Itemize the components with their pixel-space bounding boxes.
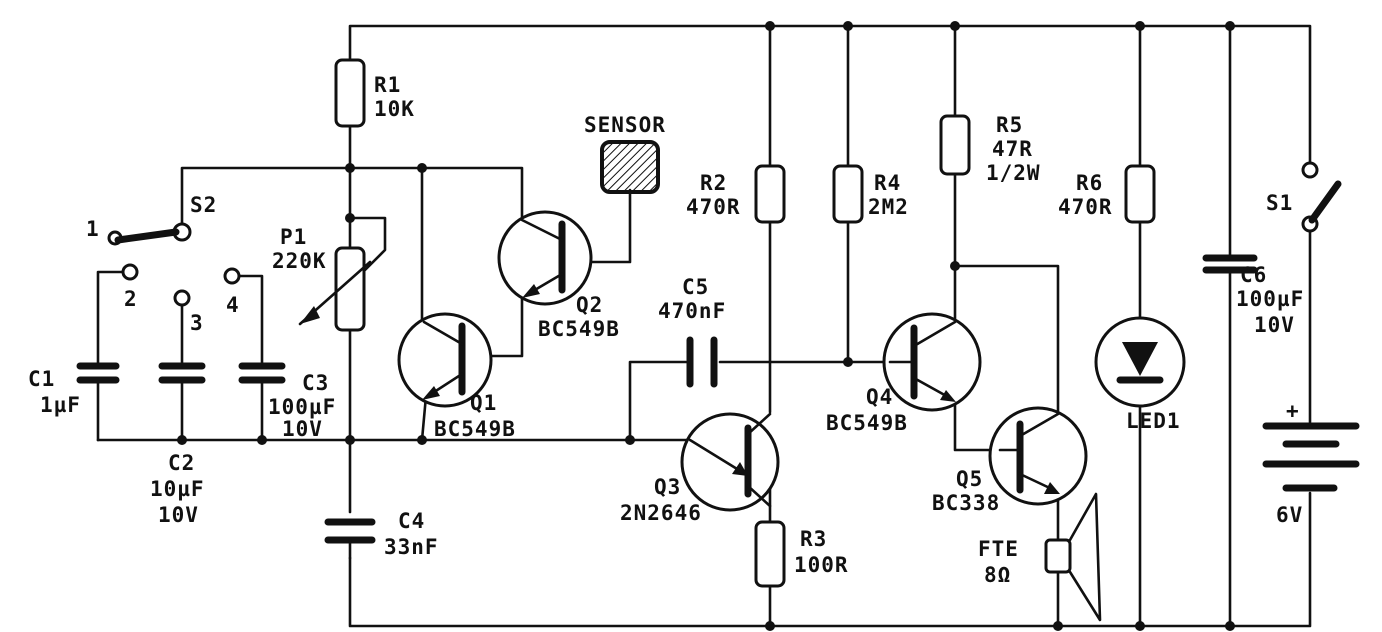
capacitor-c6: C6 100µF 10V — [1202, 254, 1304, 337]
c2-ref: C2 — [168, 451, 195, 475]
capacitor-c3: C3 100µF 10V — [238, 362, 336, 441]
capacitor-c4: C4 33nF — [324, 509, 439, 560]
potentiometer-p1: P1 220K — [272, 225, 372, 332]
left-section-wiring — [96, 124, 892, 514]
capacitor-c2: C2 10µF 10V — [150, 362, 206, 527]
transistor-q2: Q2 BC549B — [497, 210, 620, 341]
r1-ref: R1 — [374, 73, 401, 97]
c2-value: 10µF — [150, 477, 205, 501]
resistor-r2: R2 470R — [686, 164, 786, 224]
c6-ref: C6 — [1240, 263, 1267, 287]
s2-pos-1: 1 — [86, 217, 100, 241]
c4-value: 33nF — [384, 535, 439, 559]
supply-rails — [348, 24, 1312, 628]
s2-pos-2: 2 — [124, 287, 138, 311]
s1-ref: S1 — [1266, 191, 1293, 215]
r2-value: 470R — [686, 195, 741, 219]
c1-value: 1µF — [40, 393, 81, 417]
r5-value: 47R — [992, 137, 1033, 161]
capacitor-c1: C1 1µF — [28, 362, 120, 417]
s2-contact-3 — [173, 289, 191, 307]
s2-ref: S2 — [190, 193, 217, 217]
c5-value: 470nF — [658, 299, 726, 323]
r1-value: 10K — [374, 97, 415, 121]
r3-value: 100R — [794, 553, 849, 577]
s1-contact-top — [1301, 161, 1319, 179]
s2-pos-4: 4 — [226, 293, 240, 317]
sensor-label: SENSOR — [584, 113, 666, 137]
top-rail — [348, 24, 1312, 170]
capacitor-c5: C5 470nF — [658, 275, 726, 388]
r6-value: 470R — [1058, 195, 1113, 219]
c4-ref: C4 — [398, 509, 425, 533]
q4-type: BC549B — [826, 411, 908, 435]
resistor-r4: R4 2M2 — [832, 164, 909, 224]
c6-value: 100µF — [1236, 287, 1304, 311]
r6-ref: R6 — [1076, 171, 1103, 195]
c3-voltage: 10V — [282, 417, 323, 441]
speaker-impedance: 8Ω — [984, 563, 1011, 587]
c5-ref: C5 — [682, 275, 709, 299]
battery-polarity: + — [1286, 399, 1300, 423]
c6-voltage: 10V — [1254, 313, 1295, 337]
transistor-q5: Q5 BC338 — [932, 406, 1088, 515]
r4-ref: R4 — [874, 171, 901, 195]
resistor-r6: R6 470R — [1058, 164, 1156, 224]
r4-value: 2M2 — [868, 195, 909, 219]
q5-type: BC338 — [932, 491, 1000, 515]
p1-value: 220K — [272, 249, 327, 273]
s2-pos-3: 3 — [190, 311, 204, 335]
p1-ref: P1 — [280, 225, 307, 249]
battery-voltage: 6V — [1276, 503, 1303, 527]
switch-s2: S2 1 2 3 4 — [86, 193, 241, 335]
switch-s1: S1 — [1266, 161, 1342, 233]
resistor-r3: R3 100R — [754, 520, 849, 588]
junction-dots — [177, 21, 1235, 631]
q2-type: BC549B — [538, 317, 620, 341]
q4-ref: Q4 — [866, 385, 893, 409]
q1-type: BC549B — [434, 417, 516, 441]
r5-rating: 1/2W — [986, 161, 1041, 185]
q5-ref: Q5 — [956, 467, 983, 491]
c3-value: 100µF — [268, 395, 336, 419]
resistor-r5: R5 47R 1/2W — [939, 113, 1041, 185]
c2-voltage: 10V — [158, 503, 199, 527]
s2-contact-2 — [121, 263, 139, 281]
q1-ref: Q1 — [470, 391, 497, 415]
transistor-q1: Q1 BC549B — [397, 312, 516, 441]
right-section-wiring — [768, 24, 1312, 628]
r3-ref: R3 — [800, 527, 827, 551]
led1-ref: LED1 — [1126, 409, 1181, 433]
transistor-q4: Q4 BC549B — [826, 312, 982, 435]
q3-type: 2N2646 — [620, 501, 702, 525]
battery: + 6V — [1262, 399, 1360, 527]
speaker-fte: FTE 8Ω — [978, 492, 1102, 622]
c3-ref: C3 — [302, 371, 329, 395]
q3-ref: Q3 — [654, 475, 681, 499]
bottom-rail — [348, 491, 1312, 628]
s2-contact-4 — [223, 267, 241, 285]
transistor-q3: Q3 2N2646 — [620, 412, 780, 525]
speaker-ref: FTE — [978, 537, 1019, 561]
led-led1: LED1 — [1094, 316, 1186, 433]
r2-ref: R2 — [700, 171, 727, 195]
c1-ref: C1 — [28, 367, 55, 391]
r5-ref: R5 — [996, 113, 1023, 137]
sensor-plate: SENSOR — [584, 113, 666, 194]
q2-ref: Q2 — [576, 293, 603, 317]
resistor-r1: R1 10K — [334, 58, 415, 128]
